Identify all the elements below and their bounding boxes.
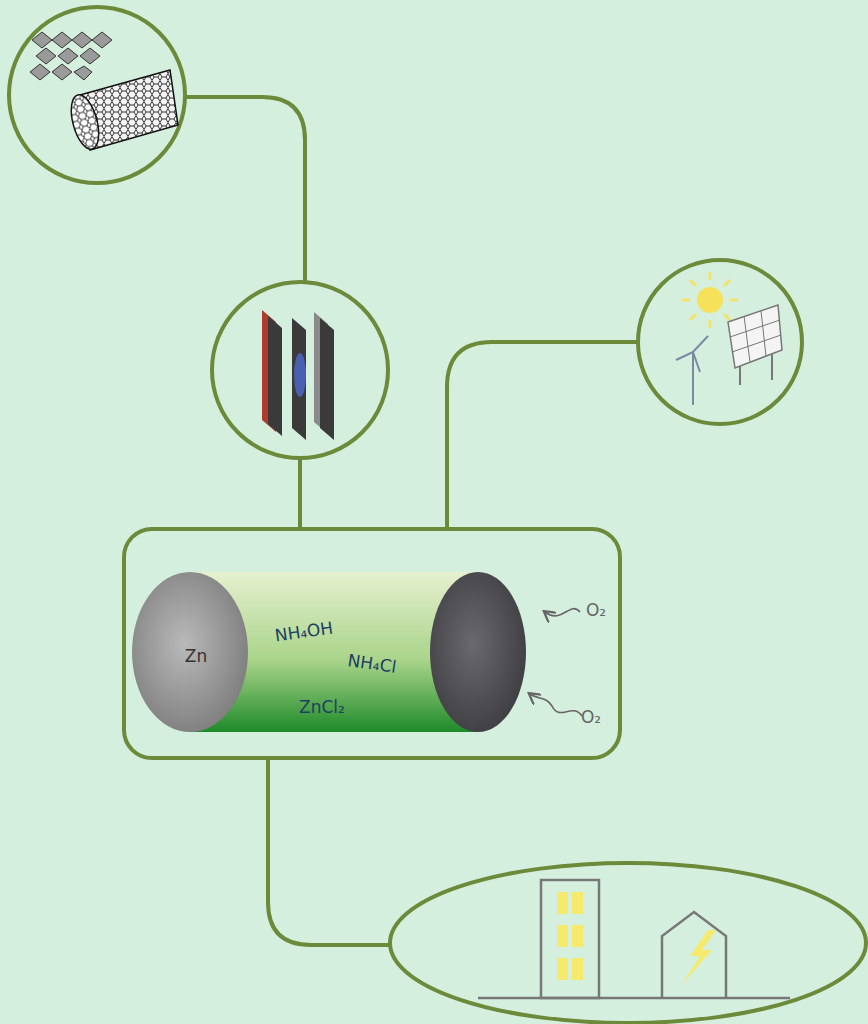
zinc-anode [132,572,248,732]
zn-air-cell [132,572,582,732]
icon-circle [9,7,866,1023]
link-line [268,760,390,945]
icon-circle [9,7,185,183]
species-label: NH₄OH [274,620,334,645]
species-label: O₂ [586,602,606,619]
cell-stack [262,310,334,440]
species-label: NH₄Cl [347,652,398,676]
link-line [447,342,638,527]
mof-nanotube [30,32,178,152]
air-cathode [430,572,526,732]
species-label: O₂ [581,709,601,726]
species-label: ZnCl₂ [299,699,345,716]
species-label: Zn [185,648,207,665]
link-line [185,97,305,282]
renewables [676,272,782,405]
link-line [185,97,638,945]
icon-ellipse [390,863,866,1023]
link-line [298,458,302,527]
icon-circle [212,282,388,458]
buildings [478,880,790,998]
cell-box: Zn NH₄OH NH₄ClZnCl₂ O₂ O₂ [122,527,622,760]
icon-circle [638,260,802,424]
